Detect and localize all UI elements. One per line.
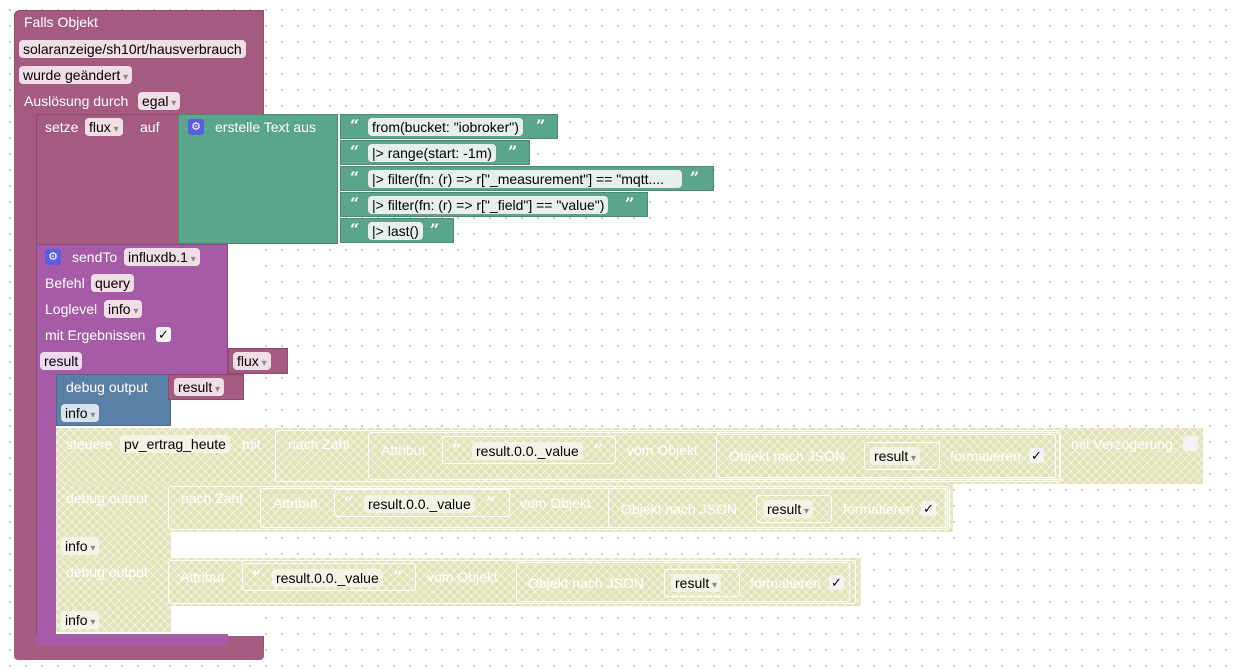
set-variable-dropdown[interactable]: flux — [85, 118, 123, 136]
set-prefix: setze — [45, 119, 79, 135]
to-number-box[interactable] — [275, 430, 1061, 482]
trigger-by-dropdown[interactable]: egal — [138, 92, 181, 110]
message-var-dropdown[interactable]: flux — [233, 352, 271, 370]
attribute-label: Attribut — [273, 495, 318, 511]
text-join-label: erstelle Text aus — [215, 119, 316, 135]
text-line-5[interactable]: |> last() — [368, 222, 423, 240]
json-var-dropdown[interactable]: result — [870, 447, 921, 465]
open-quote-icon: “ — [350, 142, 360, 161]
of-object-label: vom Objekt — [520, 495, 591, 511]
format-checkbox[interactable]: ✓ — [829, 575, 844, 590]
sendto-instance-dropdown[interactable]: influxdb.1 — [124, 248, 200, 266]
sendto-bottom-bar — [36, 634, 228, 646]
json-label: Objekt nach JSON — [729, 448, 845, 464]
loglevel-dropdown[interactable]: info — [104, 300, 143, 318]
condition-dropdown[interactable]: wurde geändert — [19, 66, 133, 84]
format-label: formatieren — [750, 575, 821, 591]
debug-level-dropdown[interactable]: info — [61, 404, 100, 422]
path-field[interactable]: result.0.0._value — [472, 442, 583, 460]
results-label: mit Ergebnissen — [45, 327, 146, 343]
path-text-box[interactable] — [334, 489, 510, 517]
open-quote-icon: “ — [350, 220, 360, 239]
control-block[interactable] — [56, 428, 1203, 484]
trigger-left-spine — [14, 112, 36, 652]
text-join-block[interactable] — [178, 114, 338, 244]
json-var-box[interactable] — [864, 442, 940, 470]
close-quote-icon: ” — [625, 194, 635, 213]
sendto-label: sendTo — [72, 249, 118, 265]
close-quote-icon: ” — [594, 440, 604, 459]
path-field[interactable]: result.0.0._value — [364, 495, 475, 513]
format-label: formatieren — [950, 448, 1021, 464]
open-quote-icon: “ — [350, 168, 360, 187]
close-quote-icon: ” — [393, 567, 403, 586]
control-with-label: mit — [242, 436, 261, 452]
to-number-label: nach Zahl — [181, 490, 243, 506]
attribute-label: Attribut — [180, 569, 225, 585]
json-box[interactable] — [516, 562, 850, 602]
debug-label: debug output — [66, 490, 148, 506]
gear-icon[interactable]: ⚙ — [45, 249, 61, 265]
json-box[interactable] — [608, 488, 946, 528]
text-line-3[interactable]: |> filter(fn: (r) => r["_measurement"] =… — [368, 170, 682, 188]
close-quote-icon: ” — [508, 142, 518, 161]
set-suffix: auf — [140, 119, 160, 135]
trigger-bottom-bar — [14, 648, 264, 660]
open-quote-icon: “ — [452, 440, 462, 459]
json-var-box[interactable] — [664, 569, 740, 597]
path-text-box[interactable] — [242, 563, 416, 591]
text-line-1[interactable]: from(bucket: "iobroker") — [368, 118, 523, 136]
json-var-dropdown[interactable]: result — [671, 574, 722, 592]
open-quote-icon: “ — [350, 116, 360, 135]
control-target-field[interactable]: pv_ertrag_heute — [120, 435, 230, 453]
debug-level-dropdown[interactable]: info — [61, 537, 100, 555]
delay-checkbox[interactable] — [1183, 436, 1198, 451]
of-object-label: vom Objekt — [627, 442, 698, 458]
debug-label: debug output — [66, 379, 148, 395]
delay-label: mit Verzögerung — [1071, 436, 1173, 452]
open-quote-icon: “ — [344, 493, 354, 512]
debug-value-dropdown[interactable]: result — [174, 378, 225, 396]
close-quote-icon: ” — [486, 493, 496, 512]
trigger-by-label: Auslösung durch — [24, 93, 129, 109]
debug-output-block[interactable] — [56, 558, 861, 606]
loglevel-label: Loglevel — [45, 301, 98, 317]
format-label: formatieren — [843, 501, 914, 517]
attribute-box[interactable] — [368, 432, 1060, 480]
close-quote-icon: ” — [430, 220, 440, 239]
to-number-box[interactable] — [168, 486, 950, 530]
text-line-4[interactable]: |> filter(fn: (r) => r["_field"] == "val… — [368, 196, 609, 214]
json-box[interactable] — [716, 434, 1056, 478]
of-object-label: vom Objekt — [427, 569, 498, 585]
json-label: Objekt nach JSON — [621, 501, 737, 517]
close-quote-icon: ” — [690, 168, 700, 187]
open-quote-icon: “ — [252, 567, 262, 586]
trigger-title: Falls Objekt — [24, 14, 98, 30]
json-label: Objekt nach JSON — [528, 575, 644, 591]
results-checkbox[interactable]: ✓ — [156, 327, 171, 342]
open-quote-icon: “ — [350, 194, 360, 213]
attribute-box[interactable] — [260, 488, 948, 528]
path-text-box[interactable] — [442, 436, 616, 464]
control-label: steuere — [66, 436, 113, 452]
format-checkbox[interactable]: ✓ — [1029, 448, 1044, 463]
command-label: Befehl — [45, 275, 85, 291]
command-field[interactable]: query — [91, 274, 135, 292]
format-checkbox[interactable]: ✓ — [921, 501, 936, 516]
debug-label: debug output — [66, 564, 148, 580]
object-id-field[interactable]: solaranzeige/sh10rt/hausverbrauch — [19, 40, 246, 58]
attribute-box[interactable] — [168, 560, 856, 604]
to-number-label: nach Zahl — [288, 436, 350, 452]
debug-level-dropdown[interactable]: info — [61, 611, 100, 629]
close-quote-icon: ” — [536, 116, 546, 135]
gear-icon[interactable]: ⚙ — [188, 119, 204, 135]
json-var-dropdown[interactable]: result — [763, 500, 814, 518]
text-line-2[interactable]: |> range(start: -1m) — [368, 144, 496, 162]
json-var-box[interactable] — [756, 495, 832, 523]
path-field[interactable]: result.0.0._value — [272, 569, 383, 587]
result-variable-field[interactable]: result — [40, 352, 83, 370]
attribute-label: Attribut — [381, 442, 426, 458]
